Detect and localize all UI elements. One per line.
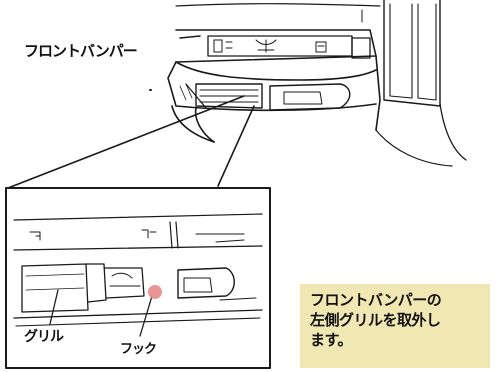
hook-label: フック: [120, 342, 157, 357]
grille-label: グリル: [24, 329, 64, 345]
front-bumper-label: フロントバンパー: [24, 42, 138, 60]
instruction-note: フロントバンパーの 左側グリルを取外し ます。: [300, 284, 490, 368]
car-front-drawing: [149, 0, 467, 167]
bumper-leader-line: [185, 83, 207, 109]
hook-marker: [148, 285, 162, 299]
callout-lines: [7, 95, 255, 189]
detail-inset: [5, 187, 271, 369]
instruction-text: フロントバンパーの 左側グリルを取外し ます。: [310, 291, 442, 349]
